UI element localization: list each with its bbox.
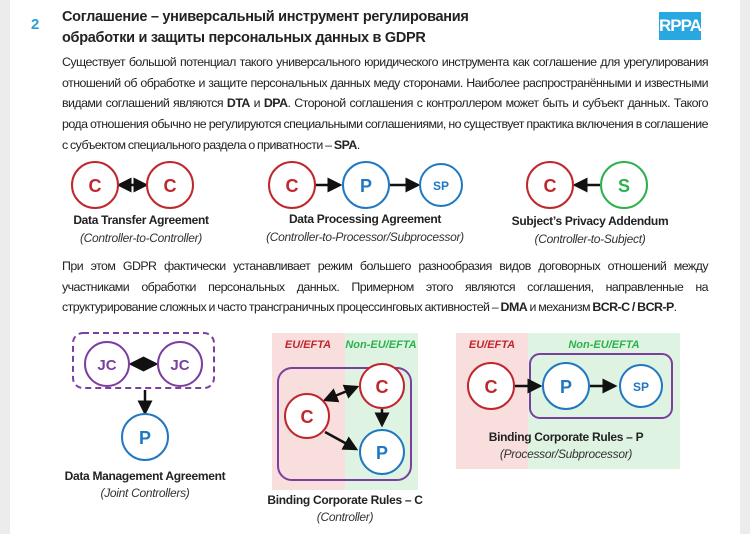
second-text: .: [673, 300, 677, 315]
intro-text: и: [249, 96, 264, 111]
title-line-2: обработки и защиты персональных данных в…: [62, 30, 426, 46]
dma-term: DMA: [500, 300, 528, 315]
intro-text: Существует большой потенциал такого унив…: [62, 55, 709, 111]
dta-term: DTA: [226, 96, 250, 111]
spa-term: SPA: [333, 137, 357, 152]
dpa-term: DPA: [263, 96, 288, 111]
second-text: При этом GDPR фактически устанавливает р…: [62, 259, 709, 315]
intro-paragraph: Существует большой потенциал такого унив…: [62, 52, 709, 156]
title-line-1: Соглашение – универсальный инструмент ре…: [62, 9, 469, 25]
bcr-term: BCR-C / BCR-P: [592, 300, 674, 315]
slide-number: 2: [31, 16, 40, 33]
page-title: Соглашение – универсальный инструмент ре…: [62, 7, 469, 49]
intro-text: .: [356, 137, 360, 152]
intro-text: . Стороной соглашения с контроллером мож…: [62, 96, 709, 152]
second-paragraph: При этом GDPR фактически устанавливает р…: [62, 256, 709, 318]
second-text: и механизм: [527, 300, 593, 315]
rppa-logo: RPPA: [659, 12, 702, 40]
